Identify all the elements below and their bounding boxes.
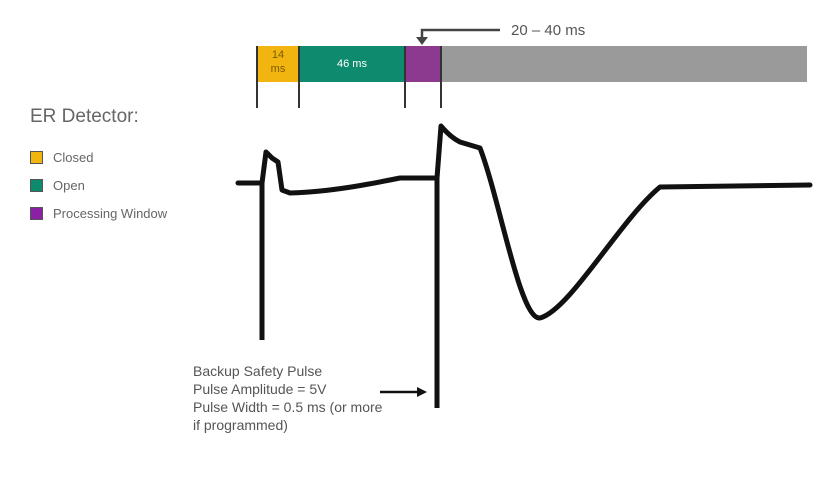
processing-swatch: [30, 207, 43, 220]
legend-item-closed: Closed: [30, 150, 93, 165]
segment-dividers: [256, 46, 442, 108]
note-line: Backup Safety Pulse: [193, 363, 323, 379]
ecg-waveform: [235, 123, 813, 321]
open-segment: [299, 46, 405, 82]
legend-label: Open: [53, 178, 85, 193]
closed-duration-unit: ms: [270, 63, 286, 75]
legend-item-open: Open: [30, 178, 85, 193]
pulse-pointer-arrow: [380, 387, 427, 397]
note-line: Pulse Amplitude = 5V: [193, 381, 327, 397]
remaining-segment: [441, 46, 807, 82]
legend-label: Closed: [53, 150, 94, 165]
note-line: Pulse Width = 0.5 ms (or more: [193, 399, 383, 415]
closed-swatch: [30, 151, 43, 164]
processing-range-label: 20 – 40 ms: [511, 22, 586, 39]
open-swatch: [30, 179, 43, 192]
open-duration-label: 46 ms: [337, 58, 367, 70]
processing-segment: [405, 46, 441, 82]
note-line: if programmed): [193, 417, 288, 433]
legend-label: Processing Window: [53, 206, 168, 221]
legend-item-processing: Processing Window: [30, 206, 167, 221]
closed-duration-value: 14: [271, 49, 285, 61]
closed-segment: [257, 46, 299, 82]
closed-duration-label: 14 ms: [257, 48, 299, 76]
diagram-title: ER Detector:: [30, 106, 139, 127]
backup-pulse-note: Backup Safety Pulse Pulse Amplitude = 5V…: [193, 362, 382, 434]
range-arrow: [416, 28, 500, 45]
